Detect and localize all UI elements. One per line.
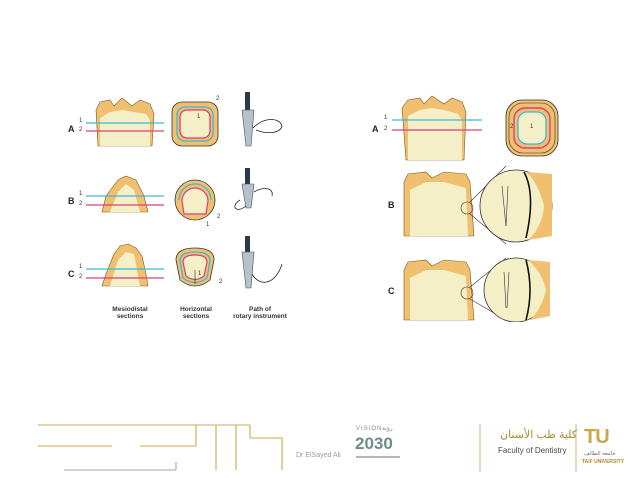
row-c-mesiodistal-tooth (86, 243, 164, 287)
footer-credit: Dr ElSayed Ali (296, 452, 341, 459)
left-b-line-1: 1 (79, 191, 83, 197)
row-c-horizontal-section (175, 247, 215, 287)
row-c-rotary-instrument (241, 236, 283, 289)
right-figure-panel: A B C 1 2 2 1 (366, 86, 564, 322)
vision-logo-latin: VISION (356, 426, 383, 432)
left-c-ring-2: 2 (219, 279, 223, 285)
left-b-ring-1: 1 (206, 222, 210, 228)
row-a-mesiodistal-tooth (86, 97, 164, 147)
row-b-horizontal-section (174, 179, 216, 221)
caption-horizontal-line-1: Horizontal (180, 306, 212, 313)
faculty-logo-arabic: كلية طب الأسنان (500, 429, 578, 441)
right-row-label-a: A (372, 124, 379, 134)
university-name-arabic: جامعة الطائف (584, 451, 616, 457)
left-row-label-a: A (68, 124, 75, 134)
left-c-line-1: 1 (79, 264, 83, 270)
row-a-rotary-instrument (241, 92, 283, 147)
left-row-label-c: C (68, 269, 75, 279)
caption-mesiodistal-line-2: sections (116, 313, 144, 320)
caption-horizontal: Horizontal sections (166, 306, 226, 320)
left-row-label-b: B (68, 196, 75, 206)
left-a-ring-1: 1 (197, 114, 201, 120)
caption-horizontal-line-2: sections (182, 313, 210, 320)
right-row-b-magnified-detail (469, 165, 553, 245)
left-a-ring-2: 2 (216, 96, 220, 102)
caption-mesiodistal-line-1: Mesiodistal (112, 306, 148, 313)
right-row-label-c: C (388, 286, 395, 296)
right-row-label-b: B (388, 200, 395, 210)
left-c-ring-1: 1 (198, 271, 202, 277)
right-row-a-tooth (392, 95, 482, 161)
right-row-b-tooth (403, 171, 475, 237)
left-figure-drawing (86, 92, 283, 289)
left-c-line-2: 2 (79, 274, 83, 280)
right-row-c-tooth (403, 259, 475, 321)
left-b-line-2: 2 (79, 201, 83, 207)
right-a-ring-2: 2 (510, 124, 514, 130)
row-b-mesiodistal-tooth (86, 175, 164, 213)
left-b-ring-2: 2 (217, 214, 221, 220)
vision-logo-tagline (356, 456, 400, 458)
faculty-logo-english: Faculty of Dentistry (498, 446, 567, 455)
right-a-line-2: 2 (384, 126, 388, 132)
row-a-horizontal-section (171, 101, 219, 147)
left-figure-panel: A B C 1 2 1 2 1 2 2 1 2 1 1 2 Mesiodista… (60, 88, 292, 328)
vision-2030-logo: VISION رؤية 2030 (352, 424, 404, 468)
row-b-rotary-instrument (234, 168, 273, 210)
vision-logo-arabic: رؤية (382, 426, 393, 432)
tu-monogram-icon: TU (584, 426, 610, 448)
caption-mesiodistal: Mesiodistal sections (100, 306, 160, 320)
caption-path-line-2: rotary instrument (233, 313, 287, 320)
right-row-a-horizontal-section (505, 99, 559, 157)
right-a-line-1: 1 (384, 115, 388, 121)
caption-path-line-1: Path of (248, 306, 272, 313)
left-a-line-1: 1 (79, 118, 83, 124)
faculty-logo: كلية طب الأسنان Faculty of Dentistry TU … (492, 426, 632, 472)
left-a-line-2: 2 (79, 127, 83, 133)
caption-path: Path of rotary instrument (228, 306, 292, 320)
right-row-c-magnified-detail (469, 257, 550, 322)
right-figure-drawing (392, 95, 559, 322)
university-name-english: TAIF UNIVERSITY (582, 459, 625, 465)
vision-logo-year: 2030 (355, 434, 393, 453)
right-a-ring-1: 1 (530, 124, 534, 130)
